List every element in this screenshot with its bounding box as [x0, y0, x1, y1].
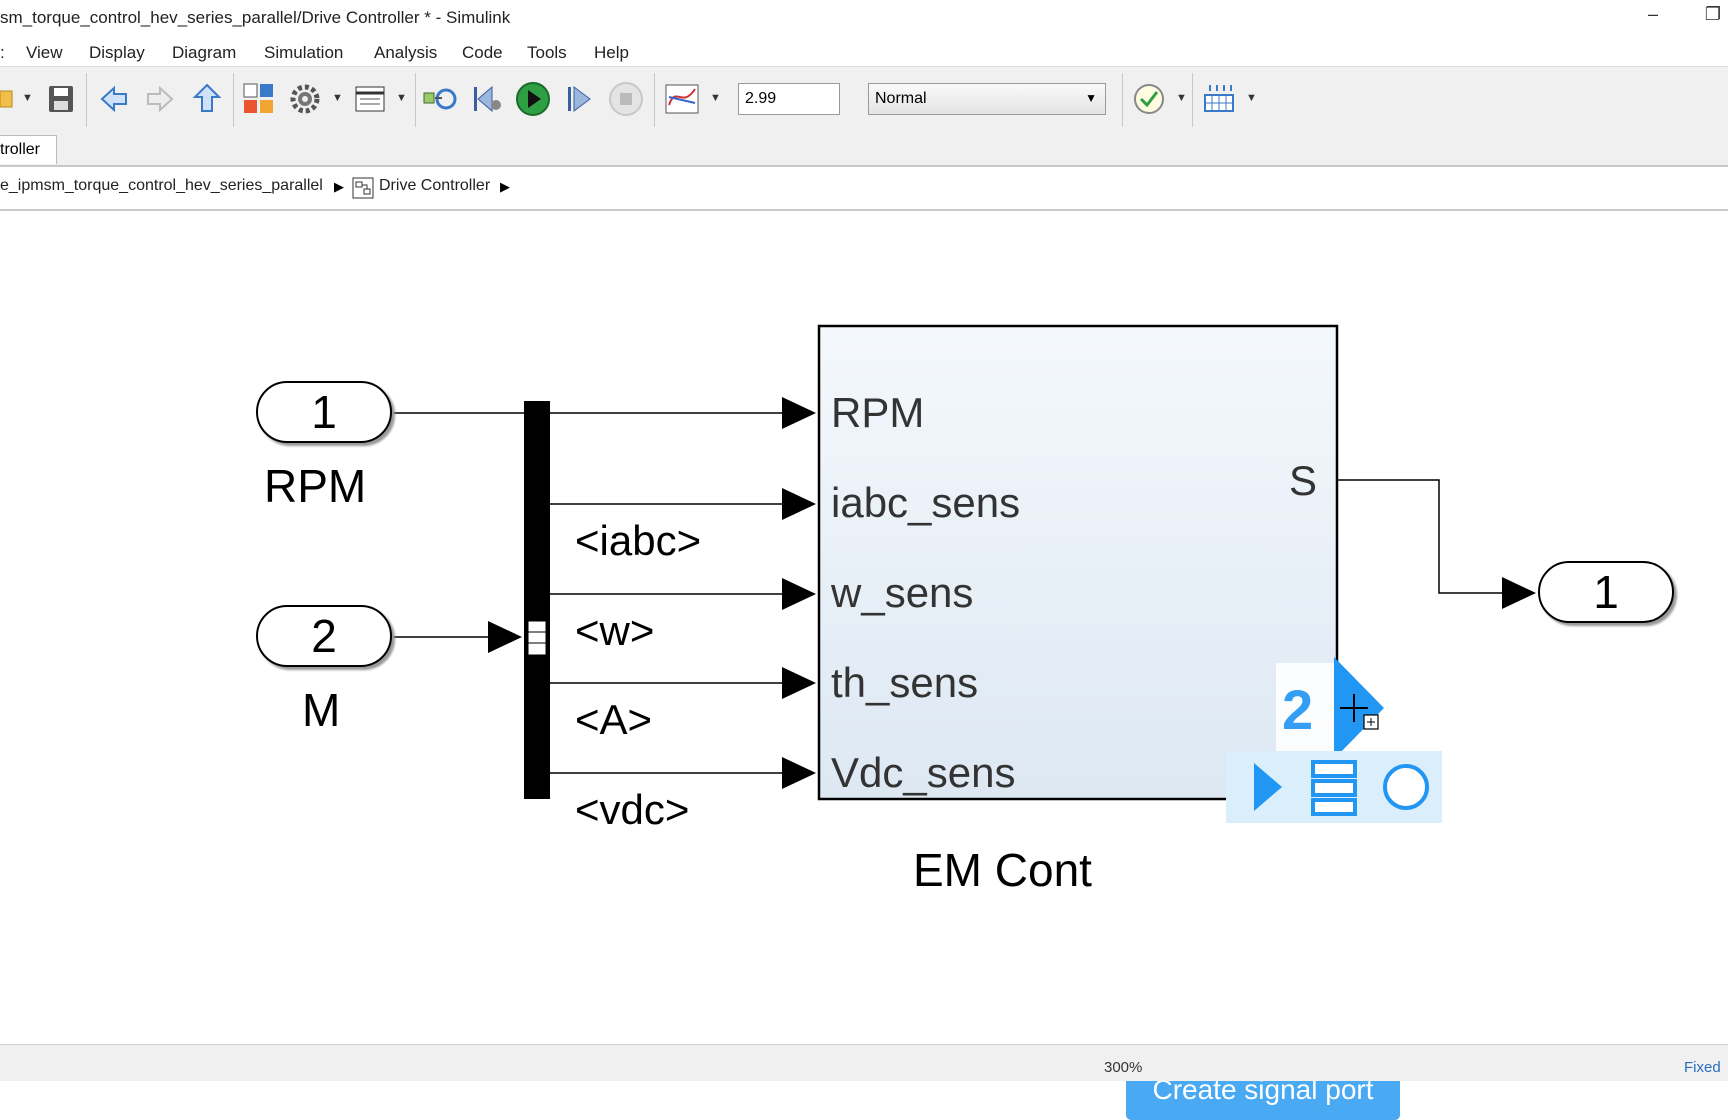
status-bar: 300% Fixed — [0, 1044, 1728, 1081]
update-diagram-icon[interactable] — [422, 79, 458, 119]
menu-view[interactable]: View — [26, 43, 63, 62]
build-model-icon[interactable] — [1202, 79, 1236, 119]
stop-icon[interactable] — [608, 79, 644, 119]
connection-port-option-icon[interactable] — [1380, 761, 1432, 813]
em-controller-subsystem-block[interactable]: RPM iabc_sens w_sens th_sens Vdc_sens S — [819, 326, 1337, 799]
bus-element-option-icon[interactable] — [1310, 759, 1358, 817]
up-arrow-icon[interactable] — [192, 79, 222, 119]
solver-info[interactable]: Fixed — [1684, 1059, 1721, 1076]
bus-signal-label: <w> — [575, 607, 655, 654]
model-advisor-check-icon[interactable] — [1132, 79, 1166, 119]
chevron-down-icon: ▼ — [1085, 91, 1097, 105]
inport-2-block[interactable]: 2 — [256, 605, 392, 667]
step-back-icon[interactable] — [470, 79, 504, 119]
outport-1-block[interactable]: 1 — [1538, 561, 1674, 623]
window-title: sm_torque_control_hev_series_parallel/Dr… — [0, 8, 511, 27]
model-explorer-icon[interactable] — [354, 79, 386, 119]
open-folder-icon[interactable] — [0, 79, 14, 119]
input-port-label: RPM — [831, 389, 925, 436]
run-play-icon[interactable] — [515, 79, 551, 119]
menu-code[interactable]: Code — [462, 43, 503, 62]
simulation-mode-select[interactable]: Normal ▼ — [868, 83, 1106, 115]
input-port-label: iabc_sens — [831, 479, 1021, 526]
new-port-number: 2 — [1282, 678, 1314, 741]
open-dropdown-arrow[interactable]: ▼ — [22, 92, 33, 104]
input-port-label: Vdc_sens — [831, 749, 1016, 796]
signal-lines — [392, 324, 1536, 801]
menu-simulation[interactable]: Simulation — [264, 43, 344, 62]
input-port-label: w_sens — [831, 569, 974, 616]
inport-1-label: RPM — [264, 460, 367, 512]
settings-dropdown-arrow[interactable]: ▼ — [332, 92, 343, 104]
toolbar: ▼ ▼ ▼ ▼ 2.99 Normal ▼ ▼ ▼ — [0, 66, 1728, 132]
output-port-label: S — [1289, 457, 1318, 504]
inspector-dropdown-arrow[interactable]: ▼ — [710, 92, 721, 104]
stop-time-field[interactable]: 2.99 — [738, 83, 840, 115]
menu-display[interactable]: Display — [89, 43, 145, 62]
library-browser-icon[interactable] — [242, 79, 276, 119]
bus-selector-block — [524, 401, 550, 799]
inport-2-label: M — [302, 684, 341, 736]
title-bar: sm_torque_control_hev_series_parallel/Dr… — [0, 0, 1728, 34]
zoom-level: 300% — [1104, 1059, 1143, 1076]
inport-1-block[interactable]: 1 — [256, 381, 392, 443]
menu-diagram[interactable]: Diagram — [172, 43, 237, 62]
subsystem-icon — [352, 177, 374, 199]
menu-tools[interactable]: Tools — [527, 43, 567, 62]
advisor-dropdown-arrow[interactable]: ▼ — [1176, 92, 1187, 104]
stop-time-value: 2.99 — [745, 90, 777, 107]
breadcrumb-root[interactable]: e_ipmsm_torque_control_hev_series_parall… — [0, 177, 323, 194]
model-tab-bar: troller — [0, 131, 1728, 167]
bus-signal-label: <A> — [575, 696, 653, 743]
explorer-dropdown-arrow[interactable]: ▼ — [396, 92, 407, 104]
menu-file-fragment[interactable]: : — [0, 43, 5, 62]
port-type-chooser — [1226, 751, 1442, 823]
breadcrumb-current[interactable]: Drive Controller — [379, 177, 491, 194]
simulation-mode-value: Normal — [875, 90, 927, 107]
forward-arrow-icon[interactable] — [144, 79, 176, 119]
restore-button[interactable]: ❐ — [1704, 4, 1722, 24]
settings-gear-icon[interactable] — [288, 79, 322, 119]
diagram-canvas[interactable]: 1 RPM 2 M <iabc> <w> <A> <vdc> RPM iabc_… — [0, 211, 1728, 1120]
breadcrumb-end-arrow-icon[interactable]: ▶ — [500, 179, 510, 194]
input-port-label: th_sens — [831, 659, 979, 706]
breadcrumb: e_ipmsm_torque_control_hev_series_parall… — [0, 167, 1728, 211]
build-dropdown-arrow[interactable]: ▼ — [1246, 92, 1257, 104]
menu-help[interactable]: Help — [594, 43, 629, 62]
tab-drive-controller[interactable]: troller — [0, 135, 57, 164]
subsystem-name-label[interactable]: EM Cont — [913, 844, 1092, 896]
bus-signal-label: <vdc> — [575, 786, 690, 833]
bus-signal-label: <iabc> — [575, 517, 702, 564]
save-icon[interactable] — [46, 79, 76, 119]
step-forward-icon[interactable] — [562, 79, 596, 119]
menu-bar: : View Display Diagram Simulation Analys… — [0, 34, 1728, 66]
new-port-number-badge: 2 — [1276, 663, 1334, 759]
signal-port-option-icon[interactable] — [1248, 761, 1288, 813]
back-arrow-icon[interactable] — [98, 79, 130, 119]
breadcrumb-separator-icon: ▶ — [334, 179, 344, 194]
minimize-button[interactable]: – — [1647, 4, 1658, 24]
data-inspector-icon[interactable] — [664, 79, 700, 119]
menu-analysis[interactable]: Analysis — [374, 43, 438, 62]
